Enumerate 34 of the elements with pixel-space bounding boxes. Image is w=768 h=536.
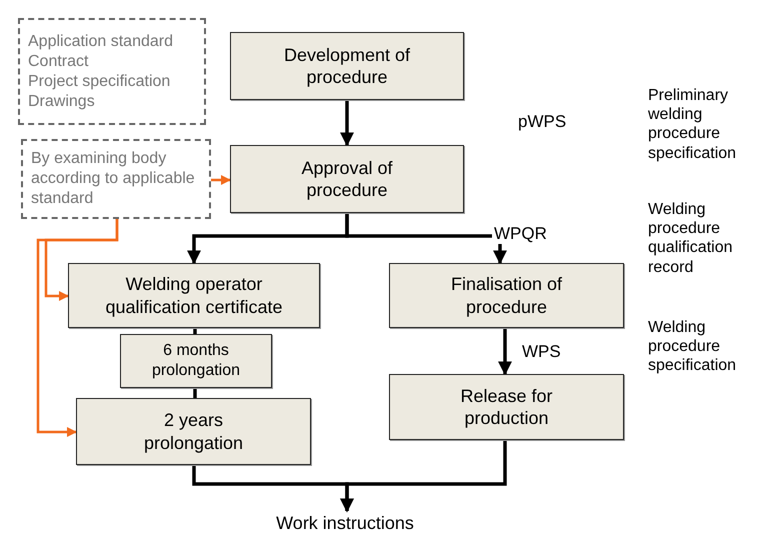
node-text: Contract: [28, 52, 88, 72]
node-text: Welding operator qualification certificate: [104, 273, 284, 318]
abbreviation-definition: Preliminary welding procedure specification: [648, 86, 738, 163]
node-text: Release for production: [459, 384, 554, 430]
output-text: Work instructions: [276, 512, 414, 534]
node-text: Application standard: [28, 32, 173, 52]
edge-label: WPQR: [492, 224, 549, 244]
process-box: [389, 263, 624, 328]
abbreviation-definition: Welding procedure qualification record: [648, 200, 734, 277]
process-box: [230, 32, 464, 100]
node-text: 2 years prolongation: [142, 409, 244, 454]
input-arrow: [36, 219, 118, 437]
node-text: Approval of procedure: [300, 156, 394, 202]
input-arrow: [211, 175, 231, 185]
abbreviation-label: pWPS: [518, 112, 566, 132]
node-text: Project specification: [28, 72, 170, 92]
process-box: [230, 145, 464, 213]
connector-line: [193, 388, 197, 398]
arrow: [345, 213, 507, 264]
process-box: [68, 263, 320, 328]
node-text: By examining body according to applicable standard: [31, 149, 196, 209]
abbreviation-definition: Welding procedure specification: [648, 318, 738, 376]
node-text: 6 months prolongation: [150, 341, 242, 381]
process-box: [120, 334, 272, 388]
arrow: [340, 440, 507, 512]
input-note-box: [21, 139, 211, 219]
arrow: [340, 100, 354, 146]
input-note-box: [18, 18, 206, 125]
arrow: [498, 328, 512, 376]
node-text: Finalisation of procedure: [450, 273, 564, 318]
process-box: [389, 374, 624, 440]
process-box: [76, 398, 311, 465]
node-text: Development of procedure: [282, 44, 412, 88]
node-text: Drawings: [28, 92, 95, 112]
